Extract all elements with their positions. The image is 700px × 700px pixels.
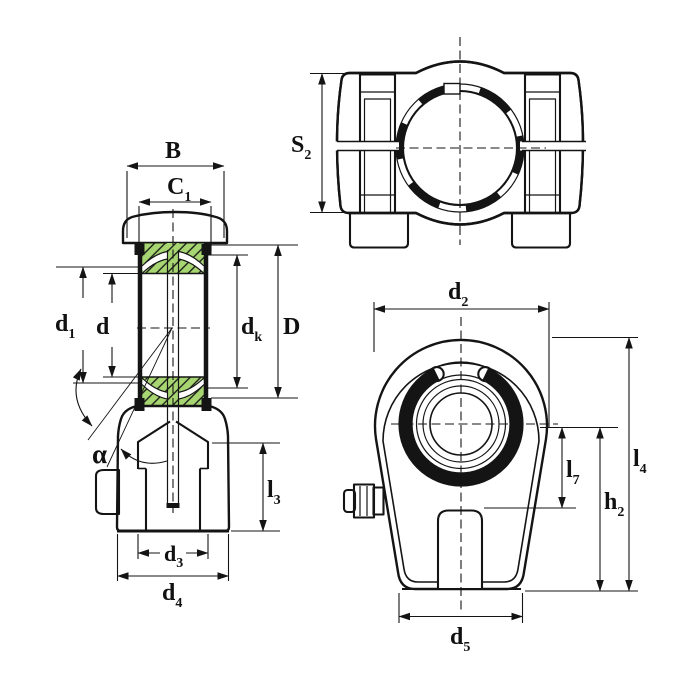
foot-right: [510, 213, 572, 249]
dimension-dk: dk: [207, 254, 262, 389]
head-inner-contour: [382, 362, 540, 583]
dim-label-d3: d3: [164, 541, 183, 571]
dim-label-S2: S2: [291, 132, 311, 163]
dim-label-B: B: [165, 138, 181, 164]
dim-label-D: D: [283, 314, 300, 340]
dim-label-dk: dk: [241, 314, 262, 345]
view-side-section: α B C1 d1 d: [55, 138, 300, 611]
view-housing-section: S2: [291, 37, 586, 249]
seal-top-right: [201, 244, 212, 255]
dim-label-d1: d1: [55, 311, 75, 342]
seal-bottom-right: [201, 398, 212, 411]
seal-bottom-left: [134, 398, 145, 411]
stud-end: [166, 503, 180, 508]
ring-eye-left: [428, 366, 445, 383]
dim-label-l7: l7: [566, 457, 580, 488]
dim-label-d5: d5: [450, 624, 470, 655]
dimension-h2: h2: [540, 426, 624, 592]
grease-boss: [94, 468, 121, 516]
dimension-d1: d1: [55, 266, 141, 384]
dimension-C1: C1: [138, 174, 212, 252]
dim-label-d2: d2: [448, 279, 468, 310]
foot-left: [348, 213, 410, 249]
dimension-d4: d4: [116, 534, 230, 611]
dimension-l3: l3: [212, 442, 281, 532]
dim-label-l3: l3: [267, 477, 281, 508]
dimension-d3: d3: [137, 534, 209, 571]
dim-label-h2: h2: [604, 489, 624, 520]
dimension-D: D: [209, 244, 300, 399]
dim-label-d4: d4: [162, 580, 182, 611]
dimension-B: B: [126, 138, 225, 238]
grease-nipple: [342, 483, 385, 519]
weld-slot-fill: [438, 510, 482, 590]
stud-section-lower: [167, 385, 179, 407]
dimension-d5: d5: [398, 593, 524, 655]
dimension-S2: S2: [291, 72, 352, 214]
dim-label-d: d: [96, 314, 110, 340]
clamp-slit-left: [335, 140, 399, 152]
dimension-l4: l4: [525, 336, 647, 592]
clamp-slit-right: [520, 140, 586, 152]
dimension-d2: d2: [373, 279, 550, 428]
dimension-d: d: [96, 272, 141, 378]
dimension-l7: l7: [484, 427, 580, 509]
dim-label-alpha: α: [92, 439, 107, 469]
ring-eye-right: [477, 366, 494, 383]
dim-label-l4: l4: [633, 446, 647, 477]
weld-slot: [436, 509, 484, 590]
cap-section: [121, 210, 229, 245]
dim-label-C1: C1: [167, 174, 191, 205]
dimension-alpha: α: [72, 327, 173, 469]
view-front: d2 l4 h2 l7 d5: [342, 279, 647, 655]
lube-notch: [443, 82, 461, 95]
